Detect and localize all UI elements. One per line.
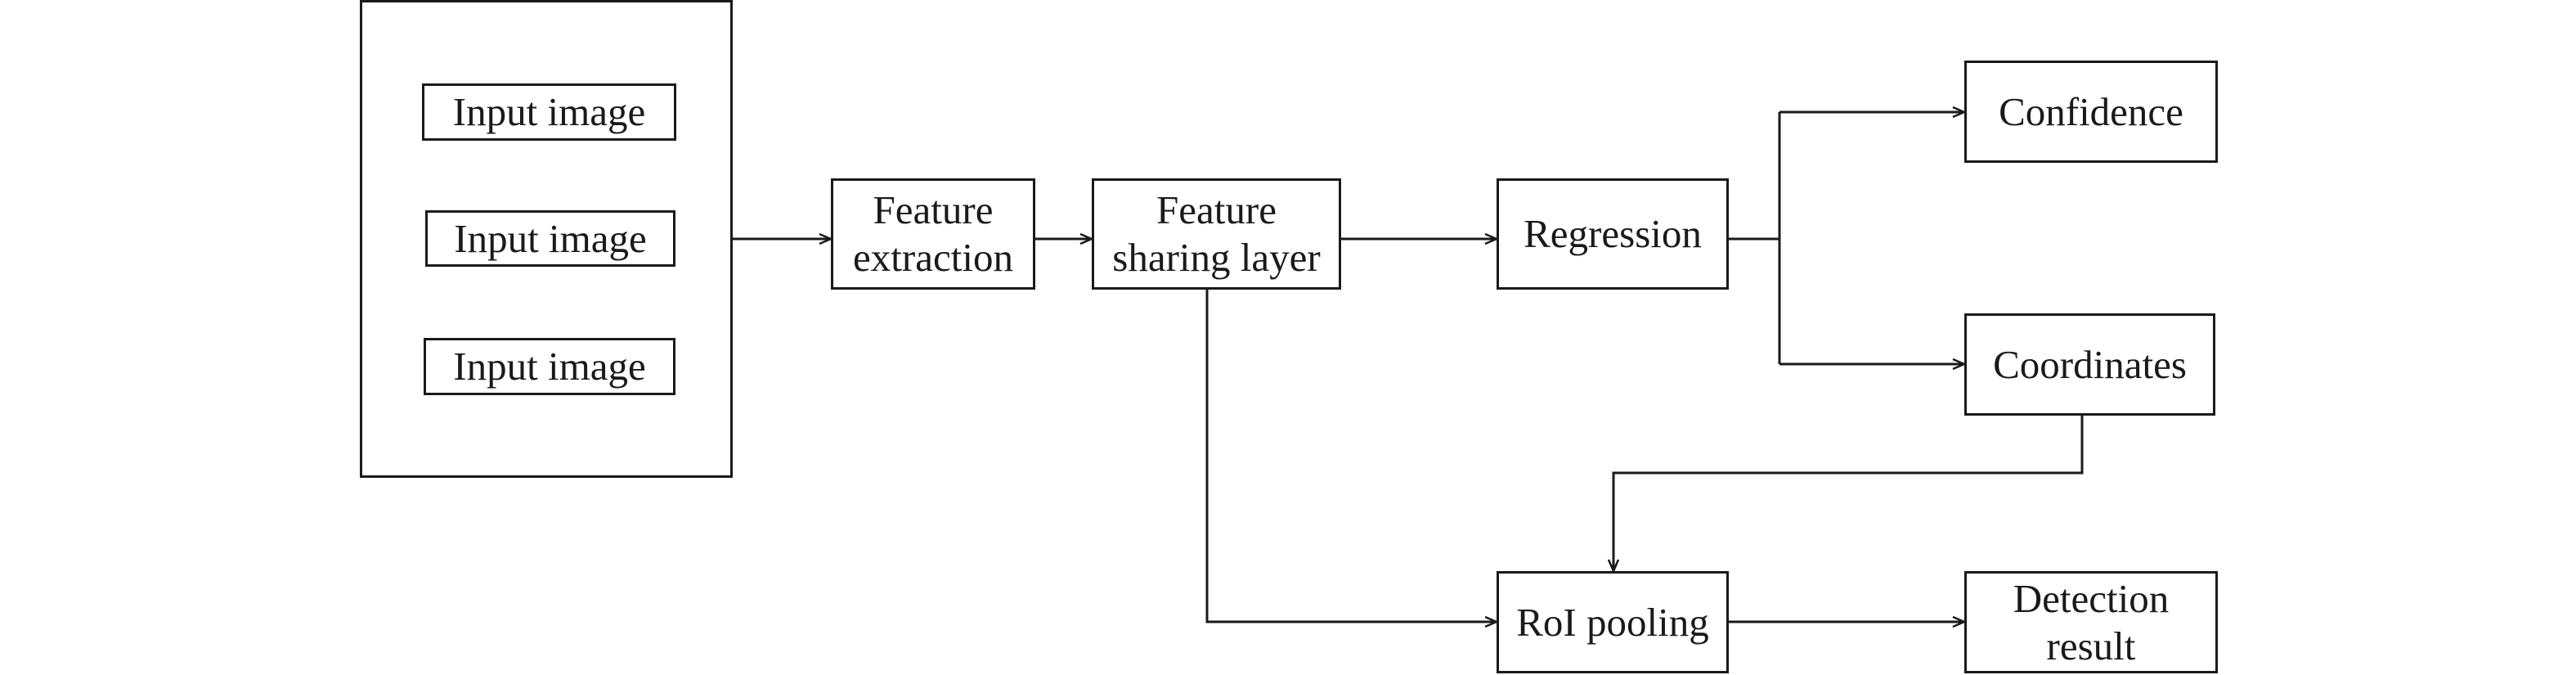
feature-sharing-layer-box: Feature sharing layer bbox=[1092, 178, 1341, 290]
input-image-box-2: Input image bbox=[425, 210, 675, 267]
input-image-label-2: Input image bbox=[454, 215, 647, 261]
roi-pooling-label: RoI pooling bbox=[1516, 599, 1709, 645]
regression-box: Regression bbox=[1497, 178, 1729, 290]
arrow-coordinates-to-roi bbox=[1613, 415, 2084, 571]
regression-label: Regression bbox=[1524, 211, 1702, 257]
roi-pooling-box: RoI pooling bbox=[1497, 571, 1729, 673]
input-image-label-3: Input image bbox=[453, 344, 646, 389]
input-image-box-3: Input image bbox=[424, 338, 675, 395]
input-image-label-1: Input image bbox=[452, 89, 646, 135]
feature-sharing-layer-label: Feature sharing layer bbox=[1112, 187, 1321, 280]
detection-result-box: Detection result bbox=[1964, 571, 2218, 673]
arrow-sharing-to-roi bbox=[1205, 288, 1497, 622]
confidence-label: Confidence bbox=[1999, 88, 2183, 134]
coordinates-box: Coordinates bbox=[1964, 313, 2215, 416]
feature-extraction-box: Feature extraction bbox=[831, 178, 1035, 290]
detection-result-label: Detection result bbox=[2013, 575, 2170, 668]
coordinates-label: Coordinates bbox=[1993, 341, 2187, 387]
confidence-box: Confidence bbox=[1964, 61, 2218, 163]
feature-extraction-label: Feature extraction bbox=[853, 187, 1013, 280]
input-image-box-1: Input image bbox=[422, 83, 676, 141]
